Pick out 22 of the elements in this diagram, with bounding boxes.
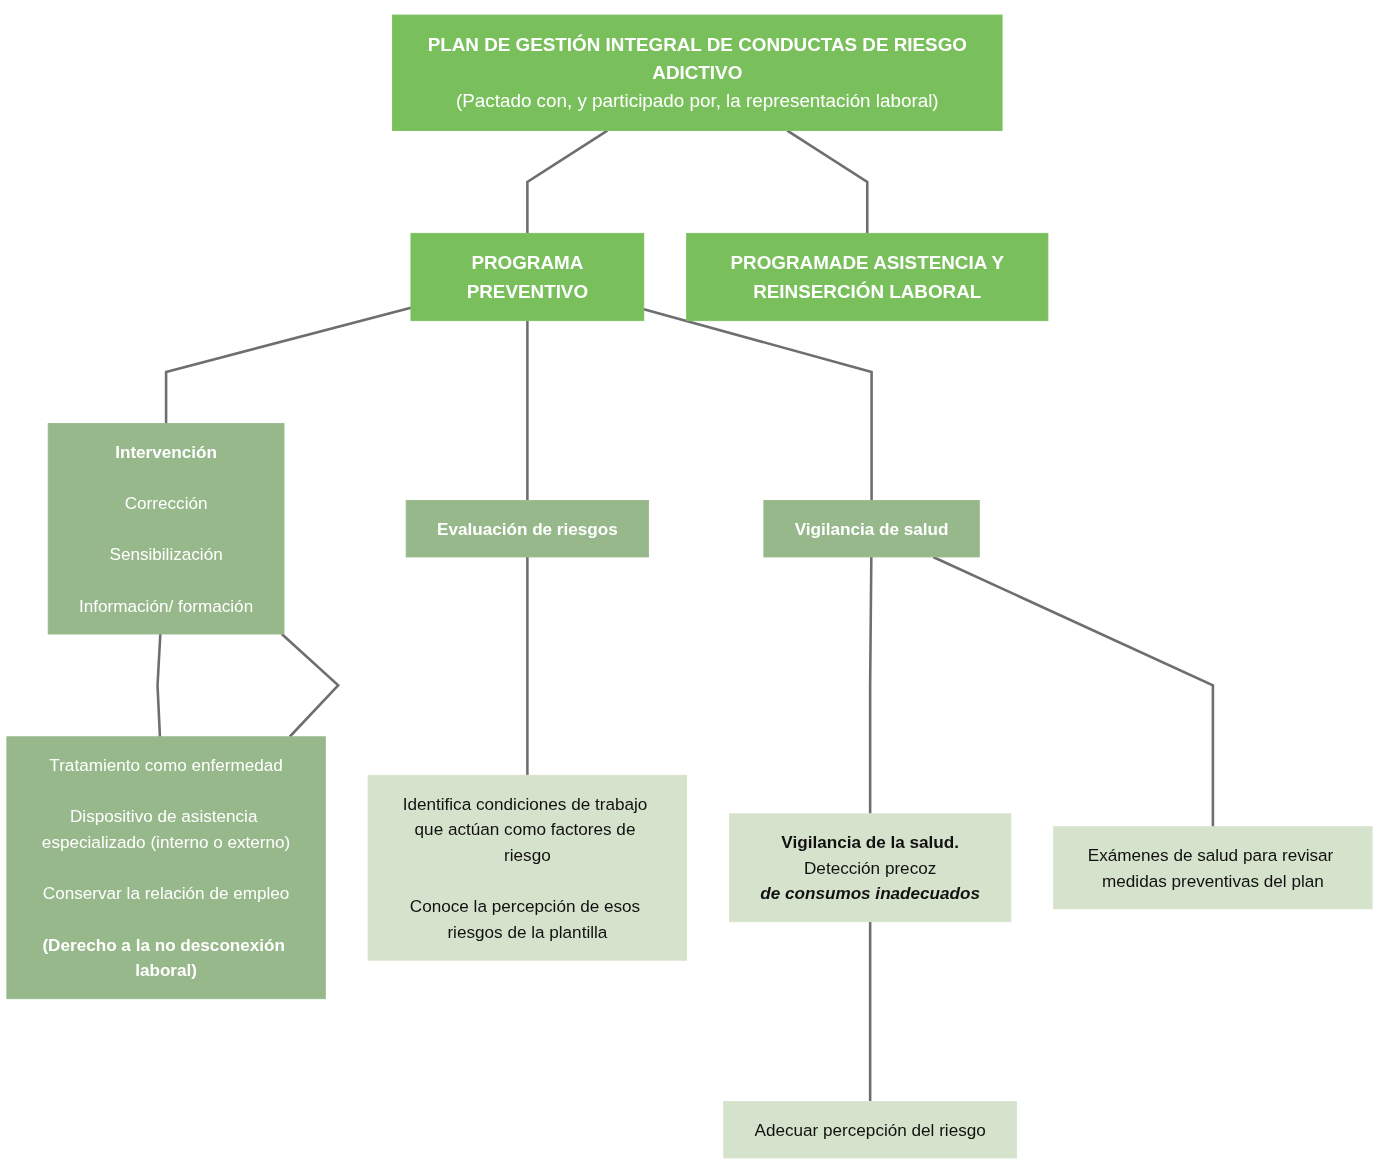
connector (280, 633, 340, 738)
connector (786, 129, 869, 234)
node-box: Intervención Corrección Sensibilización Información/ formación (47, 423, 285, 635)
connector (643, 307, 873, 501)
node-box: Vigilancia de la salud. Detección precoz de consumos inadecuados (729, 813, 1012, 923)
node-box: PROGRAMA PREVENTIVO (410, 232, 645, 322)
node-box: Adecuar percepción del riesgo (723, 1101, 1018, 1159)
connector (526, 556, 529, 776)
node-box: Vigilancia de salud (763, 500, 980, 558)
connector (526, 320, 529, 501)
node-box: Identifica condiciones de trabajo que actúan como factores de riesgo Conoce la percepción de esos riesgos de la plantilla (367, 774, 688, 961)
node-box: Evaluación de riesgos (405, 500, 650, 558)
connector (868, 556, 873, 814)
node-box: Exámenes de salud para revisar medidas preventivas del plan (1053, 826, 1373, 910)
connector (932, 555, 1215, 827)
connector (156, 633, 162, 737)
node-box: PLAN DE GESTIÓN INTEGRAL DE CONDUCTAS DE RIESGO ADICTIVO (Pactado con, y participado por, la representación laboral) (392, 14, 1003, 132)
connector (868, 921, 872, 1102)
connector (164, 306, 412, 424)
node-box: PROGRAMADE ASISTENCIA Y REINSERCIÓN LABORAL (686, 232, 1049, 322)
connector (526, 129, 609, 234)
node-box: Tratamiento como enfermedad Dispositivo de asistencia especializado (interno o externo) Conservar la relación de empleo (Derecho a la no desconexión laboral) (6, 736, 326, 1000)
